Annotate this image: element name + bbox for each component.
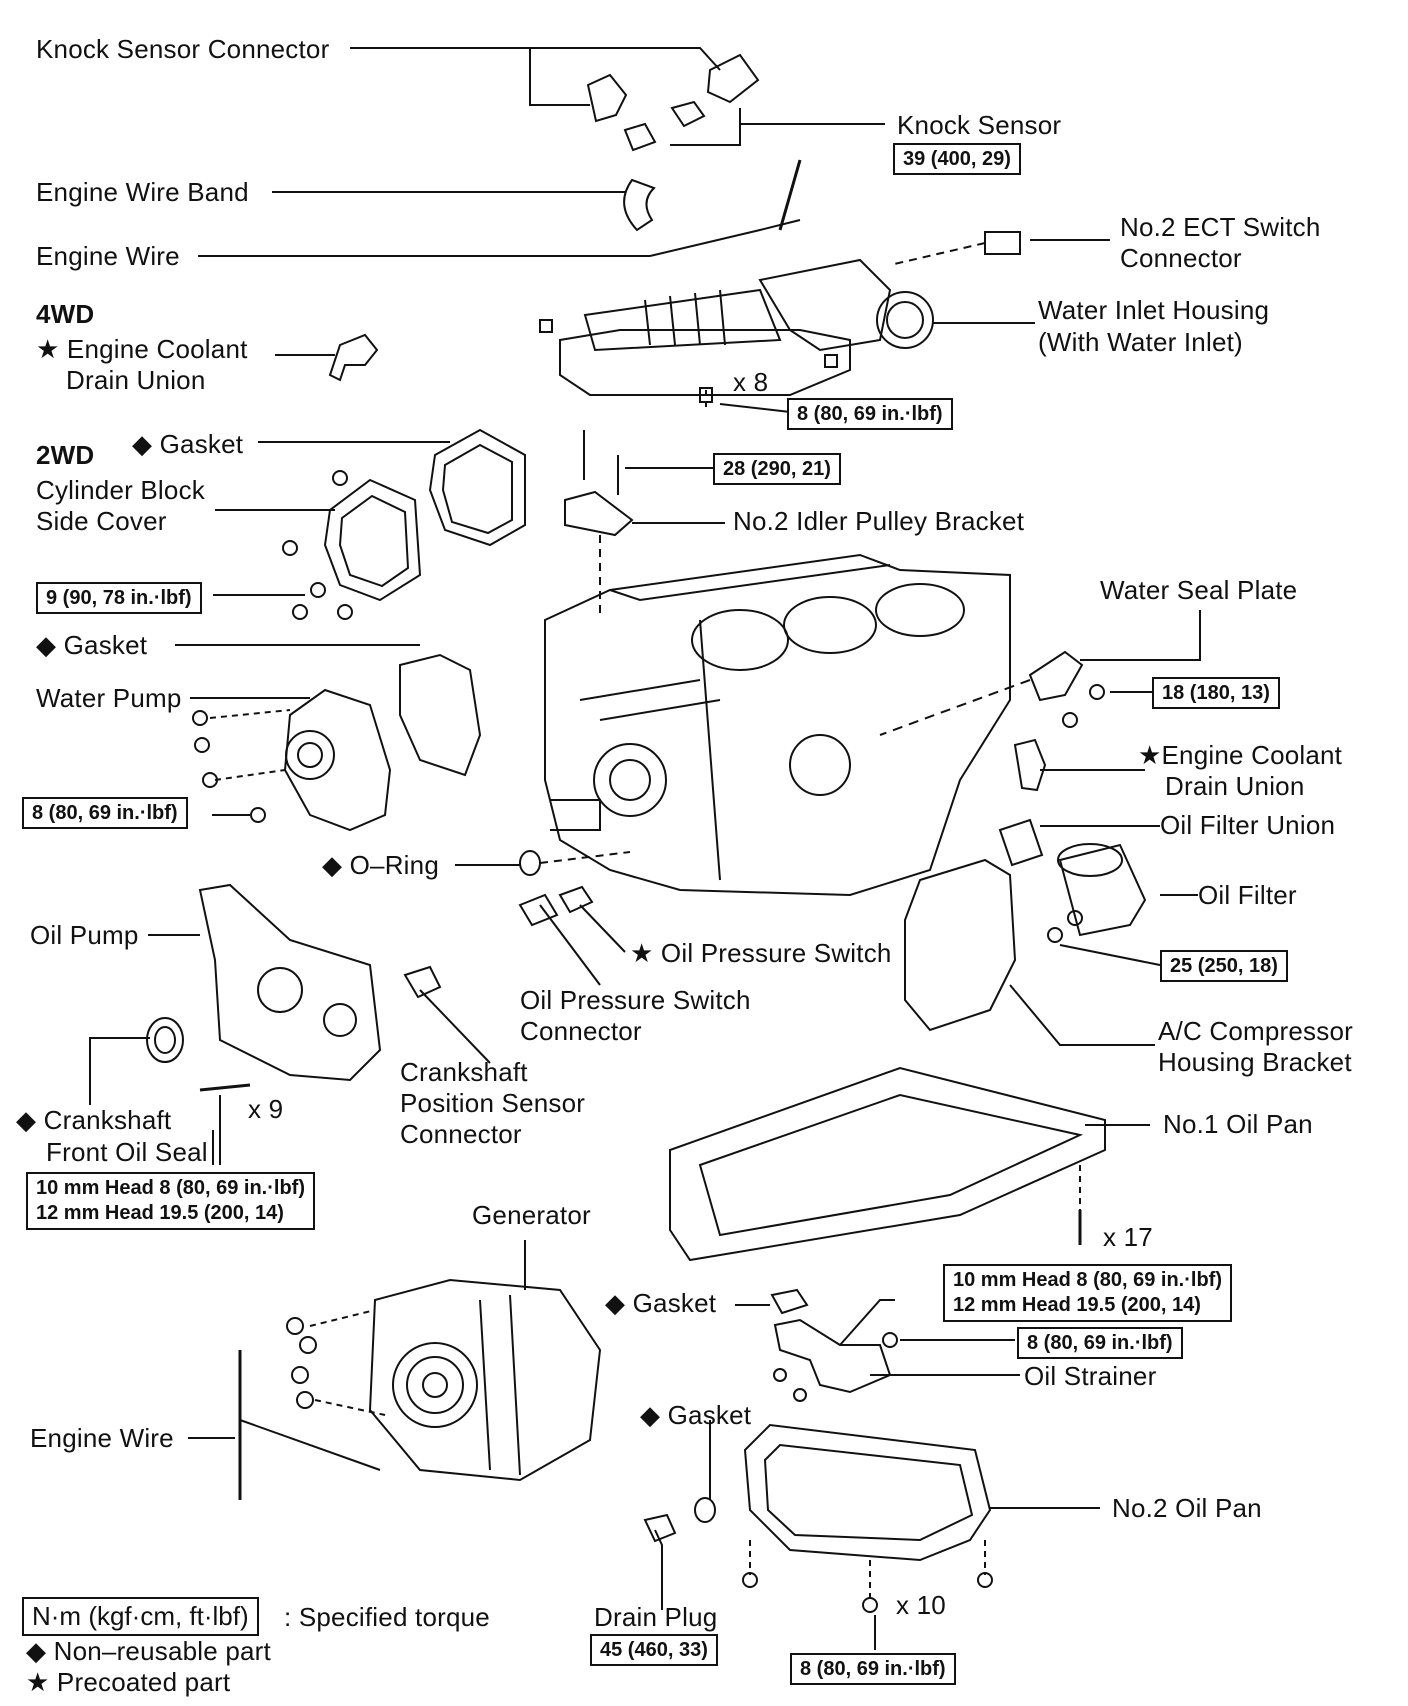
label-knock-sensor-connector: Knock Sensor Connector: [36, 34, 330, 64]
leader-drain-plug: [654, 1529, 663, 1610]
label-drain-plug: Drain Plug: [594, 1602, 718, 1632]
label-water-inlet-housing-2: (With Water Inlet): [1038, 327, 1243, 357]
label-gasket-drain: ◆ Gasket: [640, 1400, 752, 1430]
torque-oil-pump-line1: 10 mm Head 8 (80, 69 in.·lbf): [36, 1177, 305, 1199]
torque-knock-sensor: 39 (400, 29): [893, 143, 1021, 175]
torque-oil-filter-union: 25 (250, 18): [1160, 950, 1288, 982]
label-no2-oil-pan: No.2 Oil Pan: [1112, 1493, 1262, 1523]
torque-oil-pump-line2: 12 mm Head 19.5 (200, 14): [36, 1202, 284, 1224]
label-ac-bracket-2: Housing Bracket: [1158, 1047, 1352, 1077]
label-cylinder-block-side-cover-1: Cylinder Block: [36, 475, 205, 505]
knock-sensor-connector-part: [586, 53, 760, 152]
label-engine-wire-top: Engine Wire: [36, 241, 180, 271]
legend-non-reusable: ◆ Non–reusable part: [26, 1636, 271, 1666]
label-knock-sensor: Knock Sensor: [897, 110, 1062, 140]
leader-ckp-connector: [419, 989, 491, 1064]
label-drain-union-1: ★Engine Coolant: [1138, 740, 1343, 770]
label-ops-connector-2: Connector: [520, 1016, 642, 1046]
heading-2wd: 2WD: [36, 440, 95, 470]
leader-ac-bracket: [1009, 984, 1155, 1046]
label-water-pump: Water Pump: [36, 683, 182, 713]
torque-oil-pan1-line2: 12 mm Head 19.5 (200, 14): [953, 1294, 1201, 1316]
label-drain-union-2: Drain Union: [1165, 771, 1305, 801]
side-cover-part: [323, 478, 422, 602]
torque-water-pump: 8 (80, 69 in.·lbf): [22, 797, 188, 829]
torque-drain-plug: 45 (460, 33): [590, 1634, 718, 1666]
label-oil-pump: Oil Pump: [30, 920, 139, 950]
water-pump-part: [283, 688, 392, 832]
label-ckp-connector-2: Position Sensor: [400, 1088, 586, 1118]
label-4wd-drain-union-2: Drain Union: [66, 365, 206, 395]
torque-oil-pan1-line1: 10 mm Head 8 (80, 69 in.·lbf): [953, 1269, 1222, 1291]
torque-idler-bracket: 28 (290, 21): [713, 453, 841, 485]
torque-oil-strainer: 8 (80, 69 in.·lbf): [1017, 1327, 1183, 1359]
engine-wire-band-part: [623, 178, 656, 232]
label-generator: Generator: [472, 1200, 591, 1230]
label-water-seal-plate: Water Seal Plate: [1100, 575, 1298, 605]
leader-union-bolt: [1059, 944, 1161, 966]
label-ops-connector-1: Oil Pressure Switch: [520, 985, 751, 1015]
leader-water-seal-plate: [1080, 610, 1201, 661]
label-water-inlet-housing-1: Water Inlet Housing: [1038, 295, 1270, 325]
label-x10: x 10: [896, 1590, 946, 1620]
label-ckp-connector-1: Crankshaft: [400, 1057, 528, 1087]
label-ect-switch-connector-2: Connector: [1120, 243, 1242, 273]
legend-torque-text: : Specified torque: [284, 1602, 490, 1632]
label-engine-wire-bottom: Engine Wire: [30, 1423, 174, 1453]
leader-ops: [579, 904, 626, 953]
label-cylinder-block-side-cover-2: Side Cover: [36, 506, 167, 536]
oil-strainer-part: [773, 1318, 892, 1394]
label-oil-filter-union: Oil Filter Union: [1160, 810, 1336, 840]
label-oil-filter: Oil Filter: [1198, 880, 1297, 910]
leader-inlet-bolts: [719, 403, 791, 413]
label-4wd-drain-union-1: ★ Engine Coolant: [36, 334, 248, 364]
label-x8: x 8: [733, 367, 769, 397]
label-ect-switch-connector-1: No.2 ECT Switch: [1120, 212, 1321, 242]
torque-oil-pan2: 8 (80, 69 in.·lbf): [790, 1653, 956, 1685]
gasket-2wd-part: [428, 428, 526, 547]
label-x17: x 17: [1103, 1222, 1153, 1252]
torque-water-inlet-bolts: 8 (80, 69 in.·lbf): [787, 398, 953, 430]
torque-side-cover: 9 (90, 78 in.·lbf): [36, 582, 202, 614]
leader-knock-sensor-connector-2: [350, 47, 721, 71]
generator-part: [368, 1278, 602, 1482]
torque-water-seal-plate: 18 (180, 13): [1152, 677, 1280, 709]
torque-oil-pump: 10 mm Head 8 (80, 69 in.·lbf) 12 mm Head…: [26, 1172, 315, 1230]
oil-pump-part: [198, 883, 382, 1082]
leader-knock-sensor: [670, 123, 885, 146]
label-engine-wire-band: Engine Wire Band: [36, 177, 249, 207]
leader-knock-sensor-connector: [350, 47, 590, 106]
cylinder-block-part: [544, 553, 1011, 897]
label-ac-bracket-1: A/C Compressor: [1158, 1016, 1353, 1046]
leader-crank-seal: [89, 1037, 150, 1105]
torque-oil-pan1: 10 mm Head 8 (80, 69 in.·lbf) 12 mm Head…: [943, 1264, 1232, 1322]
label-crank-seal-1: ◆ Crankshaft: [16, 1105, 172, 1135]
label-no1-oil-pan: No.1 Oil Pan: [1163, 1109, 1313, 1139]
label-no2-idler-pulley-bracket: No.2 Idler Pulley Bracket: [733, 506, 1025, 536]
label-gasket-water-pump: ◆ Gasket: [36, 630, 148, 660]
label-oil-strainer: Oil Strainer: [1024, 1361, 1157, 1391]
label-oil-pressure-switch: ★ Oil Pressure Switch: [630, 938, 892, 968]
no2-oil-pan-part: [743, 1423, 992, 1562]
label-ckp-connector-3: Connector: [400, 1119, 522, 1149]
label-x9: x 9: [248, 1094, 284, 1124]
legend-precoated: ★ Precoated part: [26, 1667, 231, 1697]
label-o-ring: ◆ O–Ring: [322, 850, 439, 880]
label-gasket-strainer: ◆ Gasket: [605, 1288, 717, 1318]
heading-4wd: 4WD: [36, 299, 95, 329]
no1-oil-pan-part: [669, 1066, 1106, 1262]
water-inlet-housing-part: [559, 258, 934, 396]
label-gasket-side-cover: ◆ Gasket: [132, 429, 244, 459]
ac-bracket-part: [904, 858, 1017, 1032]
label-crank-seal-2: Front Oil Seal: [46, 1137, 208, 1167]
legend-torque-box: N·m (kgf·cm, ft·lbf): [22, 1597, 259, 1636]
